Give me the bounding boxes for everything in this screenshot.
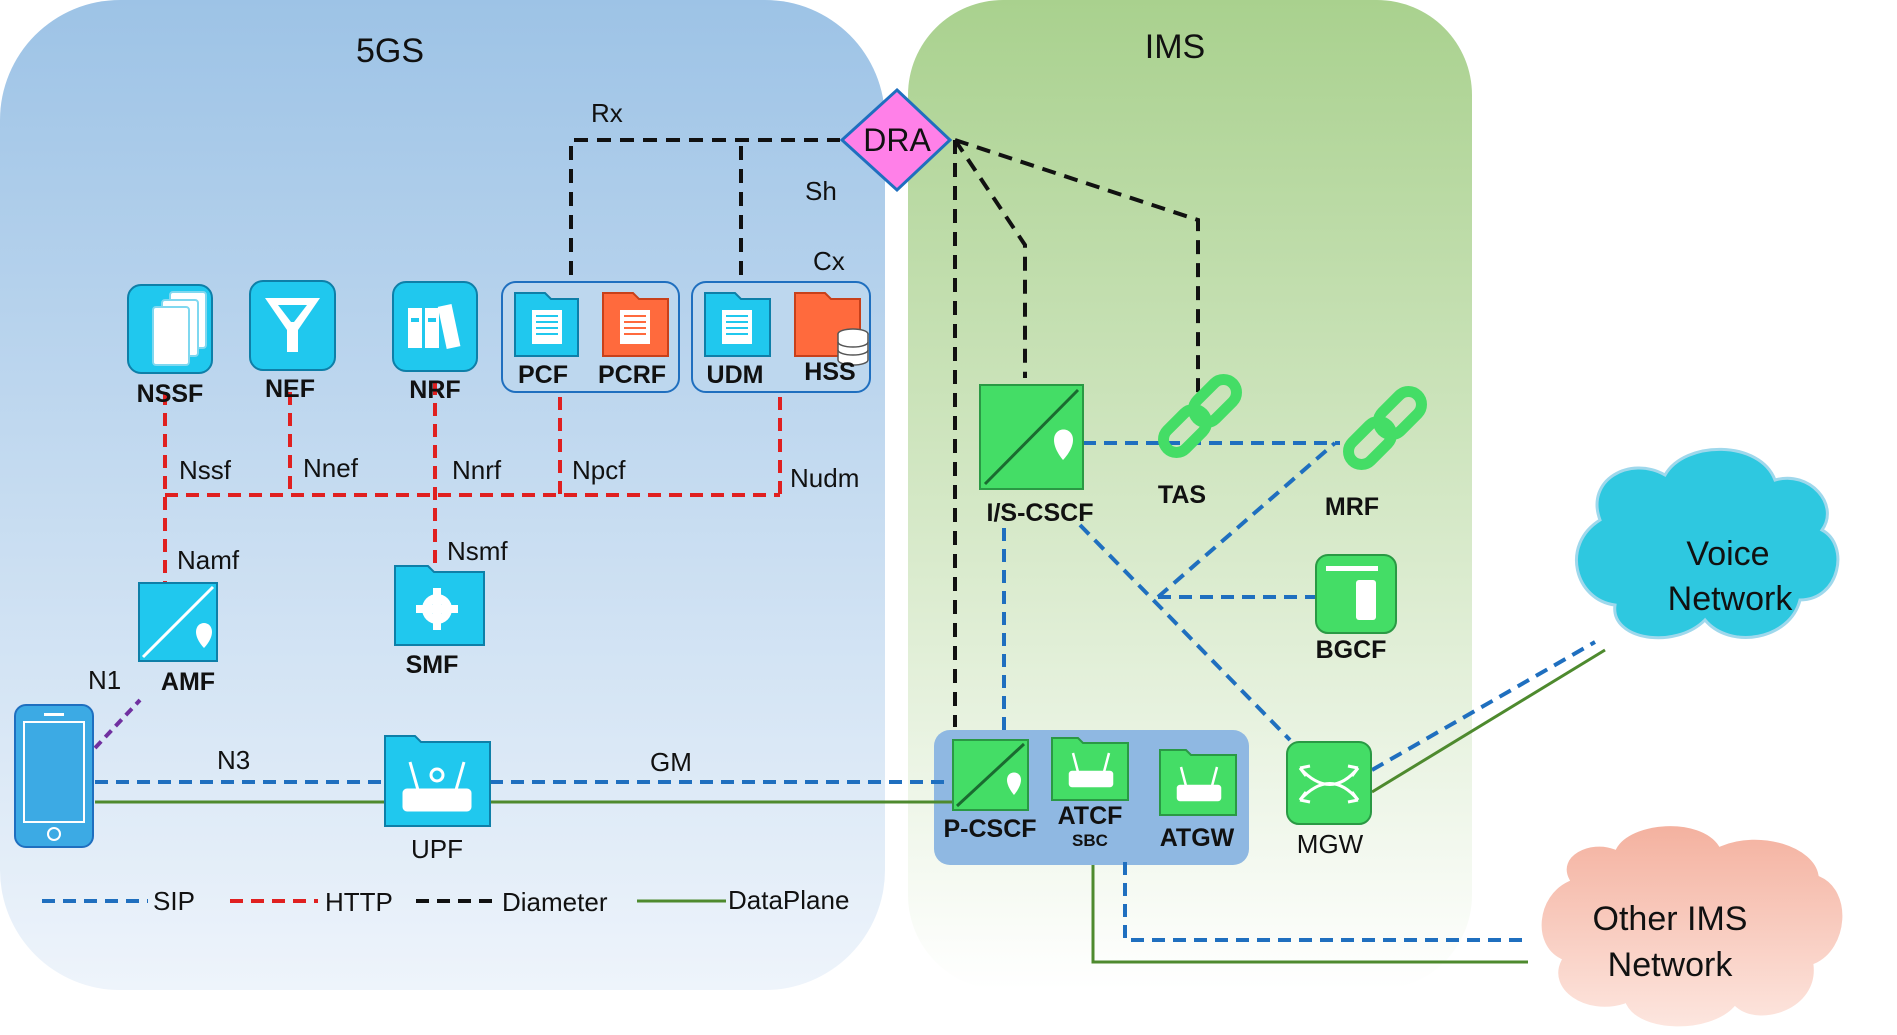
barrier-icon	[1326, 566, 1378, 620]
sbc-label: SBC	[1072, 831, 1108, 850]
pcrf-node[interactable]	[602, 292, 669, 357]
voice-network-line2: Network	[1668, 580, 1794, 618]
other-ims-line1: Other IMS	[1593, 900, 1748, 938]
legend-diameter: Diameter	[502, 887, 608, 917]
funnel-icon	[265, 298, 320, 352]
hss-label: HSS	[804, 358, 855, 386]
sip-links	[95, 441, 1596, 942]
nudm-label: Nudm	[790, 463, 859, 493]
dra-label: DRA	[863, 122, 931, 158]
router-icon	[402, 761, 472, 812]
smf-node[interactable]	[394, 565, 485, 646]
amf-label: AMF	[161, 668, 215, 696]
upf-label: UPF	[411, 834, 463, 864]
dra-iscscf-link	[953, 138, 1027, 378]
document-icon	[532, 310, 562, 344]
nssf-node[interactable]	[127, 284, 213, 374]
atcf-node[interactable]	[1051, 737, 1129, 801]
5gs-title: 5GS	[356, 32, 424, 70]
chain-link-icon	[1158, 374, 1242, 458]
gm-label: GM	[650, 747, 692, 777]
document-icon	[722, 310, 752, 344]
chain-link-icon	[1343, 386, 1427, 470]
router-slash-icon	[141, 585, 215, 659]
nssf-label: NSSF	[137, 380, 204, 408]
gear-wrench-icon	[416, 588, 458, 630]
other-ims-network-cloud[interactable]: Other IMS Network	[1538, 823, 1846, 1030]
dataplane-links	[95, 648, 1606, 964]
dra-node[interactable]	[839, 87, 953, 193]
nnrf-label: Nnrf	[452, 455, 502, 485]
atgw-node[interactable]	[1159, 749, 1237, 816]
diameter-links	[569, 138, 1200, 727]
voice-network-line1: Voice	[1686, 535, 1769, 573]
http-links	[163, 382, 782, 582]
n1-label: N1	[88, 665, 121, 695]
n3-label: N3	[217, 745, 250, 775]
router-icon	[1068, 752, 1114, 788]
tas-node[interactable]	[1158, 374, 1242, 458]
documents-icon	[152, 291, 207, 366]
nrf-label: NRF	[409, 376, 460, 404]
phone-icon[interactable]	[14, 704, 94, 848]
udm-label: UDM	[707, 361, 764, 389]
npcf-label: Npcf	[572, 455, 626, 485]
namf-label: Namf	[177, 545, 240, 575]
pcf-label: PCF	[518, 361, 568, 389]
other-ims-line2: Network	[1608, 946, 1734, 984]
pcf-node[interactable]	[514, 292, 579, 357]
nssf-interface-label: Nssf	[179, 455, 232, 485]
nef-label: NEF	[265, 375, 315, 403]
legend-http: HTTP	[325, 887, 393, 917]
mgw-node[interactable]	[1286, 741, 1372, 825]
voice-network-cloud[interactable]: Voice Network	[1575, 447, 1840, 640]
amf-node[interactable]	[138, 582, 218, 662]
pcscf-label: P-CSCF	[943, 815, 1036, 843]
mrf-node[interactable]	[1343, 386, 1427, 470]
pcscf-node[interactable]	[952, 739, 1029, 811]
atcf-label: ATCF	[1058, 802, 1123, 830]
sh-label: Sh	[805, 176, 837, 206]
nnef-label: Nnef	[303, 453, 359, 483]
upf-node[interactable]	[384, 735, 491, 827]
tas-label: TAS	[1158, 481, 1206, 509]
crossed-arrows-icon	[1298, 764, 1360, 804]
iscscf-label: I/S-CSCF	[987, 499, 1094, 527]
iscscf-node[interactable]	[979, 384, 1084, 490]
cx-label: Cx	[813, 246, 845, 276]
document-icon	[620, 310, 650, 344]
router-icon	[1176, 766, 1222, 802]
nrf-node[interactable]	[392, 281, 478, 372]
ims-title: IMS	[1145, 28, 1205, 66]
router-slash-icon	[983, 388, 1080, 486]
bgcf-node[interactable]	[1315, 554, 1397, 634]
mrf-label: MRF	[1325, 493, 1379, 521]
router-slash-icon	[955, 742, 1026, 808]
pcrf-label: PCRF	[598, 361, 666, 389]
n1-link	[93, 698, 142, 750]
mgw-label: MGW	[1297, 829, 1364, 859]
atgw-label: ATGW	[1160, 824, 1235, 852]
rx-label: Rx	[591, 98, 623, 128]
hss-node[interactable]	[794, 292, 869, 366]
smf-label: SMF	[406, 651, 459, 679]
udm-node[interactable]	[704, 292, 771, 357]
bgcf-label: BGCF	[1316, 636, 1387, 664]
legend-dataplane: DataPlane	[728, 885, 849, 915]
dra-tas-link	[954, 138, 1200, 393]
legend: SIP HTTP Diameter DataPlane	[42, 885, 849, 917]
nef-node[interactable]	[249, 280, 336, 371]
legend-sip: SIP	[153, 886, 195, 916]
binders-icon	[408, 304, 461, 349]
database-icon	[837, 328, 869, 366]
nsmf-label: Nsmf	[447, 536, 508, 566]
